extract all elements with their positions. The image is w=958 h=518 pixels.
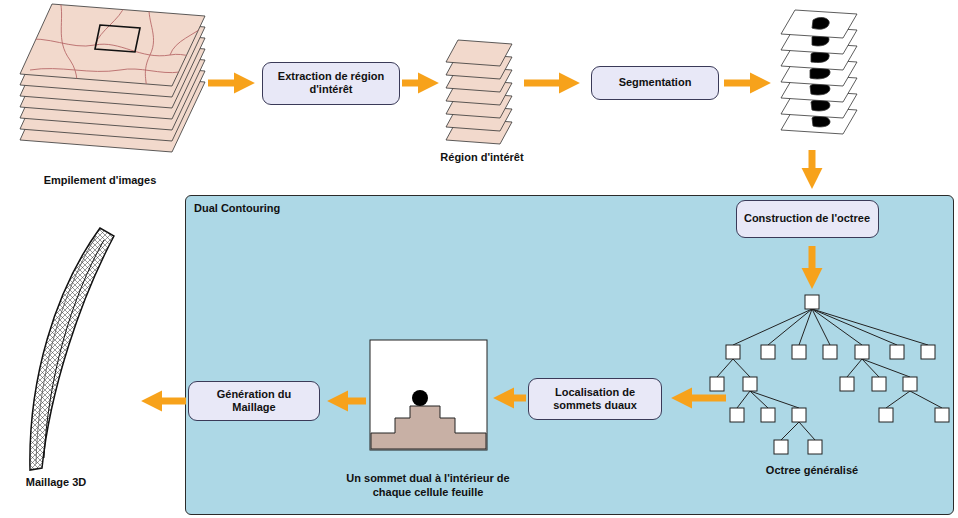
box-label: Segmentation — [619, 76, 692, 89]
caption-label: Un sommet dual à l'intérieur de chaque c… — [338, 472, 518, 500]
dual-vertex-figure — [370, 340, 487, 450]
panel-heading: Dual Contouring — [194, 202, 280, 214]
caption-label: Octree généralisé — [766, 464, 858, 478]
process-box: Segmentation — [591, 66, 719, 100]
roi-stack — [446, 40, 512, 144]
box-label: Génération du Maillage — [196, 388, 312, 414]
caption-label: Région d'intérêt — [440, 151, 523, 165]
mesh-figure — [30, 228, 114, 470]
box-label: Construction de l'octree — [744, 212, 870, 225]
process-box: Localisation de sommets duaux — [528, 378, 662, 420]
box-label: Extraction de région d'intérêt — [270, 70, 392, 96]
image-stack — [20, 0, 210, 152]
caption-label: Maillage 3D — [26, 476, 87, 490]
process-box: Extraction de région d'intérêt — [262, 62, 400, 105]
octree-figure — [710, 295, 949, 454]
process-box: Génération du Maillage — [188, 381, 320, 421]
process-box: Construction de l'octree — [736, 200, 879, 238]
segmented-stack — [781, 10, 857, 134]
caption-label: Empilement d'images — [44, 174, 157, 188]
box-label: Localisation de sommets duaux — [536, 386, 654, 412]
